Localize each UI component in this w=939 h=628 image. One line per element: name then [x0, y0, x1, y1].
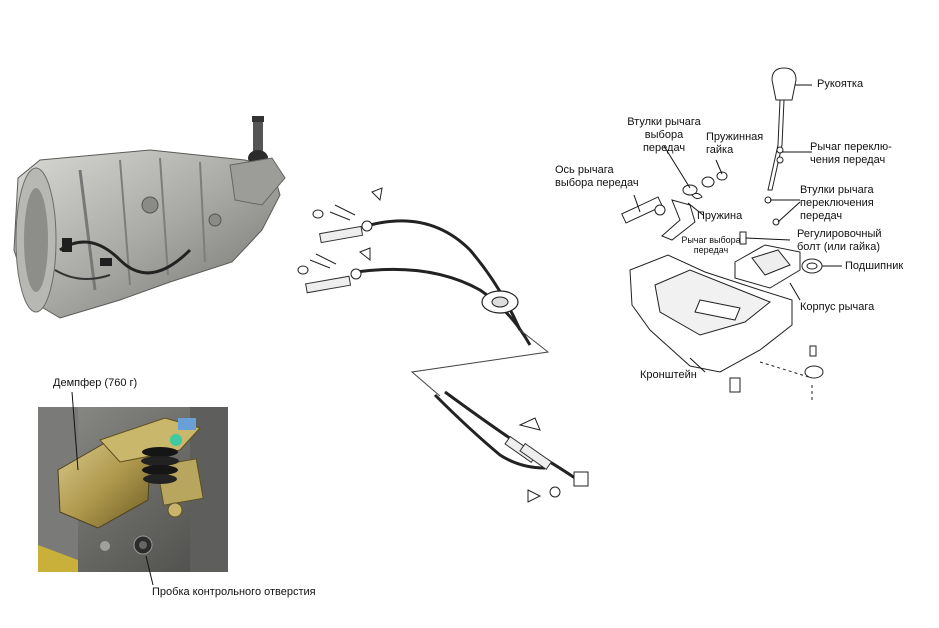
label-select-bushings: Втулки рычага выбора передач	[627, 116, 701, 154]
shift-rod	[767, 99, 785, 191]
bracket-bolt	[729, 377, 741, 393]
spring-nut-part	[701, 176, 715, 188]
label-knob: Рукоятка	[817, 78, 864, 90]
spring-boot	[141, 447, 179, 484]
label-shift-lever: Рычаг переклю- чения передач	[810, 141, 892, 166]
lever-assembly	[621, 67, 824, 400]
damper-photo	[38, 407, 228, 572]
select-lever-part	[661, 199, 696, 241]
shift-cables	[297, 187, 589, 503]
label-inspection-plug: Пробка контрольного отверстия	[152, 586, 316, 598]
label-bearing: Подшипник	[845, 260, 904, 272]
label-shift-bushings: Втулки рычага переключения передач	[800, 184, 874, 222]
label-lever-housing: Корпус рычага	[800, 301, 875, 313]
damper-leader	[71, 391, 79, 471]
knob-part	[771, 67, 797, 101]
label-select-lever: Рычаг выбора передач	[681, 235, 741, 255]
right-leaders	[633, 84, 842, 373]
shifter-stick	[253, 117, 263, 153]
transmission-photo	[13, 116, 286, 319]
label-spring-nut: Пружинная гайка	[706, 131, 764, 156]
plug-leader	[145, 555, 154, 586]
label-adjust-bolt: Регулировочный болт (или гайка)	[797, 228, 882, 253]
label-bracket: Кронштейн	[640, 369, 697, 381]
select-axis-part	[621, 196, 663, 224]
label-select-axis: Ось рычага выбора передач	[555, 164, 639, 189]
label-damper: Демпфер (760 г)	[53, 377, 138, 389]
label-spring: Пружина	[697, 210, 743, 222]
